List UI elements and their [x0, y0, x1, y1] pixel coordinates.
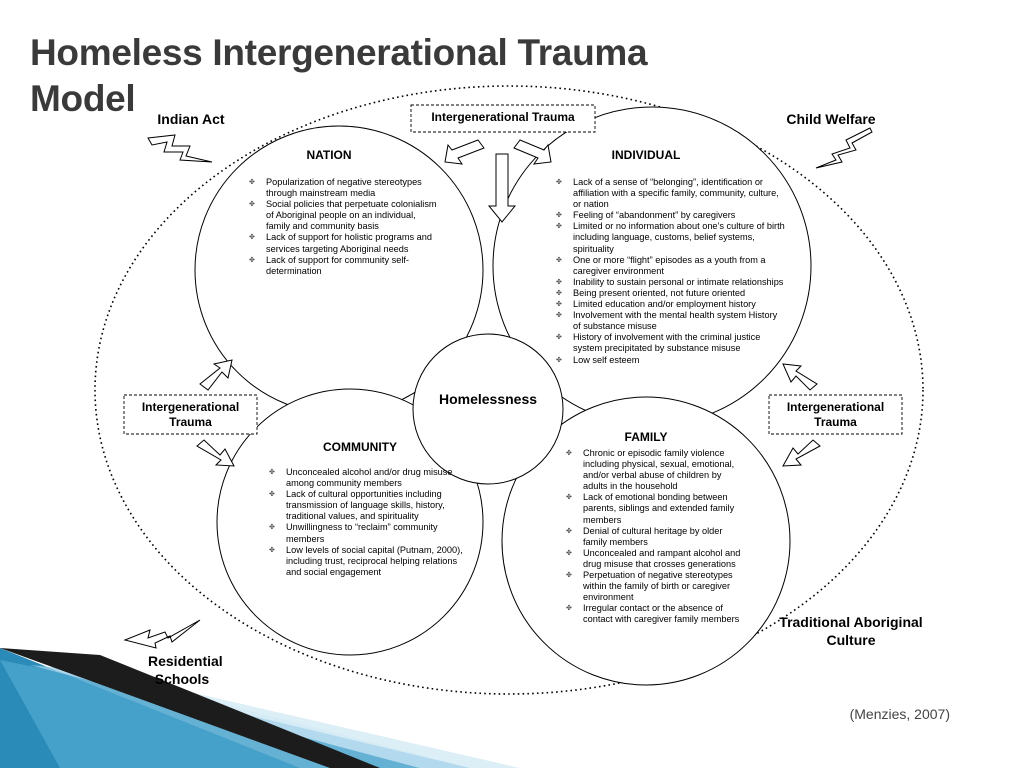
- list-item: Lack of support for holistic programs an…: [249, 232, 437, 254]
- homelessness-circle: [412, 333, 564, 485]
- trauma-box-right: Intergenerational Trauma: [786, 400, 885, 429]
- label-indian-act: Indian Act: [157, 111, 225, 127]
- lightning-bolts: [123, 127, 873, 649]
- list-item: Unconcealed and rampant alcohol and drug…: [566, 548, 746, 570]
- list-item: Lack of emotional bonding between parent…: [566, 492, 746, 525]
- list-item: Popularization of negative stereotypes t…: [249, 177, 437, 199]
- arrow-left-up-icon: [199, 359, 233, 391]
- arrow-left-down-icon: [196, 439, 235, 467]
- list-item: Low levels of social capital (Putnam, 20…: [269, 545, 467, 578]
- list-item: Limited or no information about one’s cu…: [556, 221, 786, 254]
- list-item: Irregular contact or the absence of cont…: [566, 603, 746, 625]
- trauma-box-left: Intergenerational Trauma: [141, 400, 240, 429]
- list-item: Low self esteem: [556, 355, 786, 366]
- label-traditional-aboriginal-culture: Traditional Aboriginal Culture: [779, 614, 923, 648]
- nation-title: NATION: [306, 148, 352, 162]
- list-item: Denial of cultural heritage by older fam…: [566, 526, 746, 548]
- list-item: Feeling of “abandonment” by caregivers: [556, 210, 786, 221]
- arrow-top-to-individual-icon: [513, 139, 552, 165]
- list-item: Perpetuation of negative stereotypes wit…: [566, 570, 746, 603]
- lightning-bolt-indian-act-icon: [147, 134, 213, 163]
- trauma-box-left-frame: [123, 394, 258, 435]
- label-residential-schools: Residential Schools: [148, 653, 223, 687]
- list-item: Involvement with the mental health syste…: [556, 310, 786, 332]
- decorative-stripes: [0, 648, 520, 768]
- community-title: COMMUNITY: [323, 440, 397, 454]
- list-item: Inability to sustain personal or intimat…: [556, 277, 786, 288]
- arrow-top-down-icon: [487, 153, 517, 223]
- arrow-right-down-icon: [782, 439, 821, 467]
- family-title: FAMILY: [624, 430, 668, 444]
- list-item: Lack of cultural opportunities including…: [269, 489, 467, 522]
- lightning-bolt-residential-schools-icon: [123, 619, 201, 649]
- list-item: Unconcealed alcohol and/or drug misuse a…: [269, 467, 467, 489]
- list-item: Unwillingness to “reclaim” community mem…: [269, 522, 467, 544]
- list-item: History of involvement with the criminal…: [556, 332, 786, 354]
- list-item: One or more “flight” episodes as a youth…: [556, 255, 786, 277]
- list-item: Lack of support for community self-deter…: [249, 255, 437, 277]
- trauma-box-top-frame: [410, 104, 596, 133]
- outer-dotted-ellipse: [94, 85, 924, 695]
- family-list: Chronic or episodic family violence incl…: [566, 448, 746, 626]
- list-item: Social policies that perpetuate colonial…: [249, 199, 437, 232]
- citation: (Menzies, 2007): [849, 706, 950, 722]
- list-item: Chronic or episodic family violence incl…: [566, 448, 746, 492]
- arrow-top-to-nation-icon: [444, 139, 485, 165]
- community-list: Unconcealed alcohol and/or drug misuse a…: [269, 467, 467, 578]
- nation-list: Popularization of negative stereotypes t…: [249, 177, 437, 277]
- label-child-welfare: Child Welfare: [786, 111, 876, 127]
- block-arrows: [196, 139, 821, 467]
- trauma-box-right-frame: [768, 394, 903, 435]
- list-item: Lack of a sense of “belonging”, identifi…: [556, 177, 786, 210]
- page-title: Homeless Intergenerational Trauma Model: [30, 32, 648, 119]
- list-item: Limited education and/or employment hist…: [556, 299, 786, 310]
- list-item: Being present oriented, not future orien…: [556, 288, 786, 299]
- arrow-right-up-icon: [782, 363, 818, 391]
- individual-title: INDIVIDUAL: [611, 148, 681, 162]
- homelessness-label: Homelessness: [438, 391, 538, 407]
- lightning-bolt-child-welfare-icon: [815, 127, 873, 169]
- individual-list: Lack of a sense of “belonging”, identifi…: [556, 177, 786, 366]
- trauma-box-top: Intergenerational Trauma: [431, 110, 575, 124]
